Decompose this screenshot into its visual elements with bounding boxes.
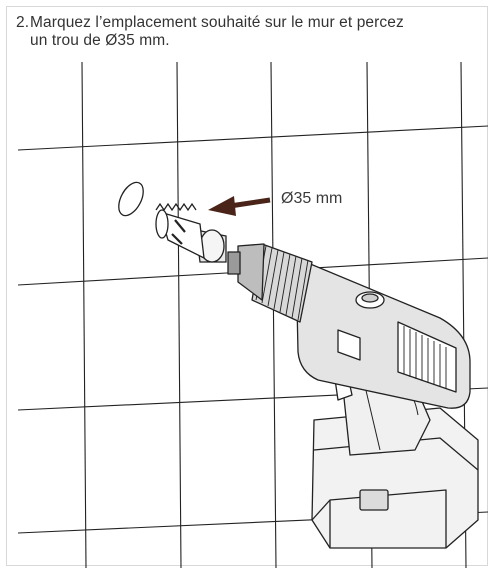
direction-arrow-icon <box>208 196 271 216</box>
step-text-line-2: un trou de Ø35 mm. <box>30 32 170 49</box>
step-text-line-1: Marquez l’emplacement souhaité sur le mu… <box>30 14 404 31</box>
cordless-drill-icon <box>227 243 479 549</box>
hole-saw-icon <box>155 202 227 263</box>
instruction-panel <box>6 6 488 566</box>
dimension-label: Ø35 mm <box>281 190 343 207</box>
step-number: 2. <box>16 14 30 31</box>
step-line-1: 2.Marquez l’emplacement souhaité sur le … <box>16 14 482 32</box>
step-instruction: 2.Marquez l’emplacement souhaité sur le … <box>16 14 482 50</box>
hole-icon <box>118 181 144 217</box>
